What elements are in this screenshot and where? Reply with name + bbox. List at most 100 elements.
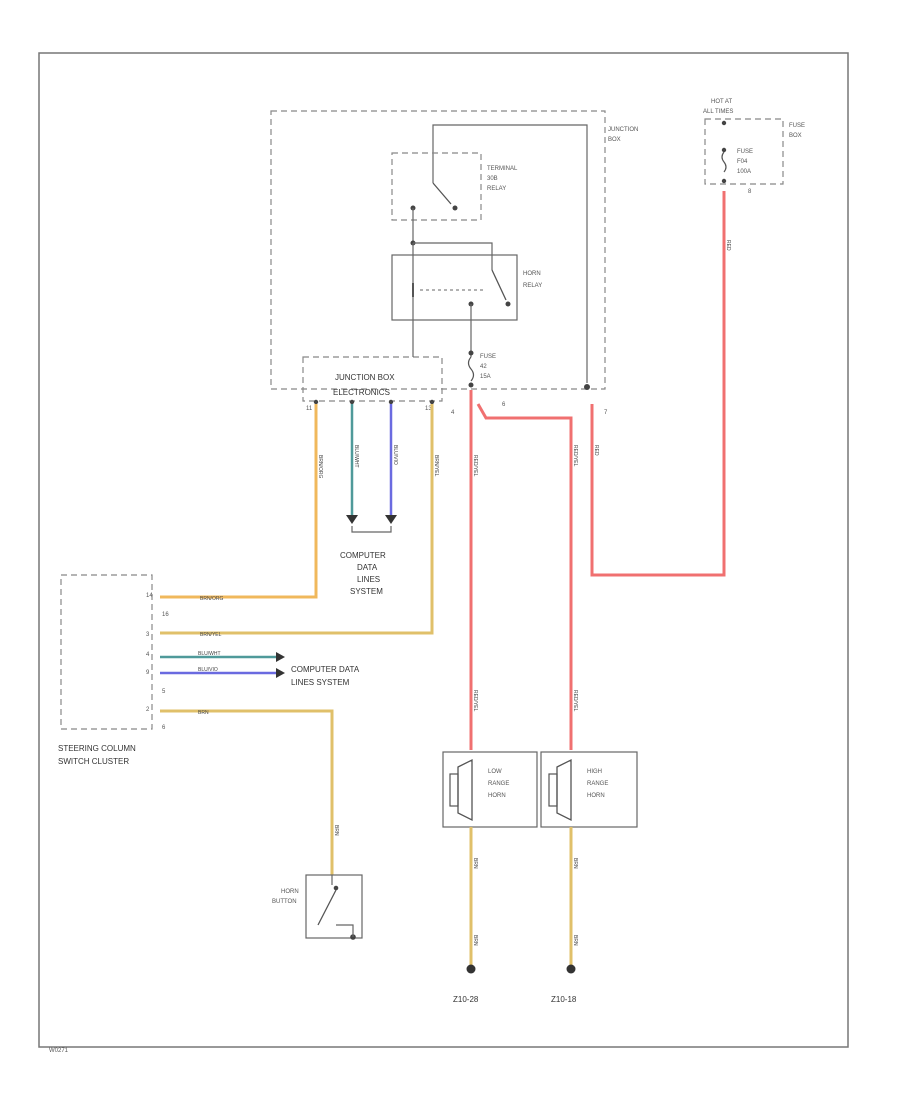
wire-label-red-yel-2: RED/YEL: [572, 445, 578, 467]
jb-electronics-box: [302, 356, 443, 402]
wire-label-red-2: RED: [593, 445, 599, 456]
jbe-pin-a: [349, 399, 355, 405]
terminal-relay-box: [391, 152, 482, 221]
wire-label-blu-vio-2: BLU/VIO: [198, 667, 218, 673]
computer-data-upper-label-1: COMPUTER: [340, 551, 386, 560]
junction-box-label-2: BOX: [608, 137, 621, 143]
hot-at-label-2: ALL TIMES: [703, 109, 733, 115]
high-horn-label-1: HIGH: [587, 769, 602, 775]
junction-box-label-1: JUNCTION: [608, 127, 638, 133]
fuse-f-label-1: FUSE: [737, 149, 753, 155]
wire-label-brn-5: BRN: [572, 858, 578, 869]
wire-label-brn-yel-1: BRN/YEL: [433, 455, 439, 477]
steering-pin-label-14: 14: [146, 593, 153, 599]
high-horn-label-3: HORN: [587, 793, 605, 799]
horn-button-box: [305, 874, 363, 939]
horn-button-switch: [317, 889, 337, 926]
computer-data-upper-label-3: LINES: [357, 575, 380, 584]
wire-label-red-yel-4: RED/YEL: [572, 690, 578, 712]
horn-button-top-node: [333, 885, 339, 891]
wire-label-brn-3: BRN: [472, 858, 478, 869]
fuse-42-top: [468, 350, 474, 356]
fuse-box-label-1: FUSE: [789, 123, 805, 129]
wire-label-red-yel-1: RED/YEL: [472, 455, 478, 477]
bracket-computer-data: [351, 526, 392, 533]
wire-label-brn-1: BRN: [198, 710, 209, 716]
high-horn-label-2: RANGE: [587, 781, 608, 787]
jbe-pin-b: [388, 399, 394, 405]
steering-pin-label-2: 2: [146, 707, 150, 713]
jbe-pin-13: [429, 399, 435, 405]
steering-cluster-label-2: SWITCH CLUSTER: [58, 757, 129, 766]
hot-at-label-1: HOT AT: [711, 99, 732, 105]
arrow-right-icon: [276, 668, 285, 678]
terminal-to-horn-relay: [413, 242, 493, 270]
steering-pin-label-6: 6: [162, 725, 166, 731]
steering-cluster-label-1: STEERING COLUMN: [58, 744, 136, 753]
low-horn-label-2: RANGE: [488, 781, 509, 787]
fuse-f-symbol: [721, 151, 727, 173]
junction-terminal-right: [584, 384, 590, 390]
steering-pin-label-4: 4: [146, 652, 150, 658]
steering-pin-label-3: 3: [146, 632, 150, 638]
outer-frame: [38, 52, 849, 1048]
junction-internal-bus: [432, 124, 588, 383]
fuse-42-label-3: 15A: [480, 374, 491, 380]
wire-label-brn-org-2: BRN/ORG: [200, 596, 223, 602]
wire-brn-yel: [160, 404, 434, 635]
low-horn-speaker-icon: [457, 758, 473, 822]
fuse-box-label-2: BOX: [789, 133, 802, 139]
wire-label-brn-org-1: BRN/ORG: [317, 455, 323, 478]
wire-label-blu-wht-2: BLU/WHT: [198, 651, 221, 657]
fuse-box-pin-label-8: 8: [748, 189, 752, 195]
wire-brn-org: [160, 404, 318, 599]
low-horn-label-1: LOW: [488, 769, 502, 775]
steering-pin-label-9: 9: [146, 670, 150, 676]
junction-pin-label-7: 7: [604, 410, 608, 416]
fuse-42-label-1: FUSE: [480, 354, 496, 360]
low-horn-label-3: HORN: [488, 793, 506, 799]
ground-label-right: Z10-18: [551, 995, 577, 1004]
fuse-f-top-node: [721, 120, 727, 126]
computer-data-upper-label-4: SYSTEM: [350, 587, 383, 596]
wire-red-high-horn: [476, 403, 573, 750]
wire-label-red-1: RED: [725, 240, 731, 251]
wire-label-blu-wht-1: BLU/WHT: [353, 445, 359, 468]
ground-icon: [466, 964, 476, 974]
horn-button-label-2: BUTTON: [272, 899, 297, 905]
ground-icon: [566, 964, 576, 974]
arrow-right-icon: [276, 652, 285, 662]
junction-pin-label-6: 6: [502, 402, 506, 408]
high-horn-magnet: [548, 773, 558, 807]
horn-relay-box: [391, 254, 518, 321]
horn-button-label-1: HORN: [281, 889, 299, 895]
wire-label-brn-yel-2: BRN/YEL: [200, 632, 222, 638]
low-horn-magnet: [449, 773, 459, 807]
wire-label-brn-2: BRN: [333, 825, 339, 836]
fuse-box-outline: [704, 118, 784, 185]
fuse-f-label-3: 100A: [737, 169, 751, 175]
horn-relay-switch: [491, 269, 507, 301]
fuse-42-bottom: [468, 382, 474, 388]
fuse-f-bottom-node: [721, 178, 727, 184]
terminal-relay-switch: [432, 182, 452, 205]
arrow-down-icon: [346, 515, 358, 524]
fuse-42-label-2: 42: [480, 364, 487, 370]
horn-relay-label-1: HORN: [523, 271, 541, 277]
jbe-pin-11: [313, 399, 319, 405]
jb-electronics-label-2: ELECTRONICS: [333, 388, 390, 397]
computer-data-upper-label-2: DATA: [357, 563, 378, 572]
steering-cluster-box: [60, 574, 153, 730]
computer-data-lower-label-1: COMPUTER DATA: [291, 665, 360, 674]
junction-box-outline: [270, 110, 606, 390]
jbe-pin-label-11: 11: [306, 406, 313, 412]
high-horn-box: [540, 751, 638, 828]
steering-pin-label-16: 16: [162, 612, 169, 618]
fuse-f-node: [721, 147, 727, 153]
terminal-relay-label-3: RELAY: [487, 186, 506, 192]
high-horn-speaker-icon: [556, 758, 572, 822]
wire-brn-horn-button: [160, 709, 334, 875]
fuse-f-label-2: F04: [737, 159, 748, 165]
computer-data-lower-label-2: LINES SYSTEM: [291, 678, 350, 687]
horn-relay-contact: [505, 301, 511, 307]
